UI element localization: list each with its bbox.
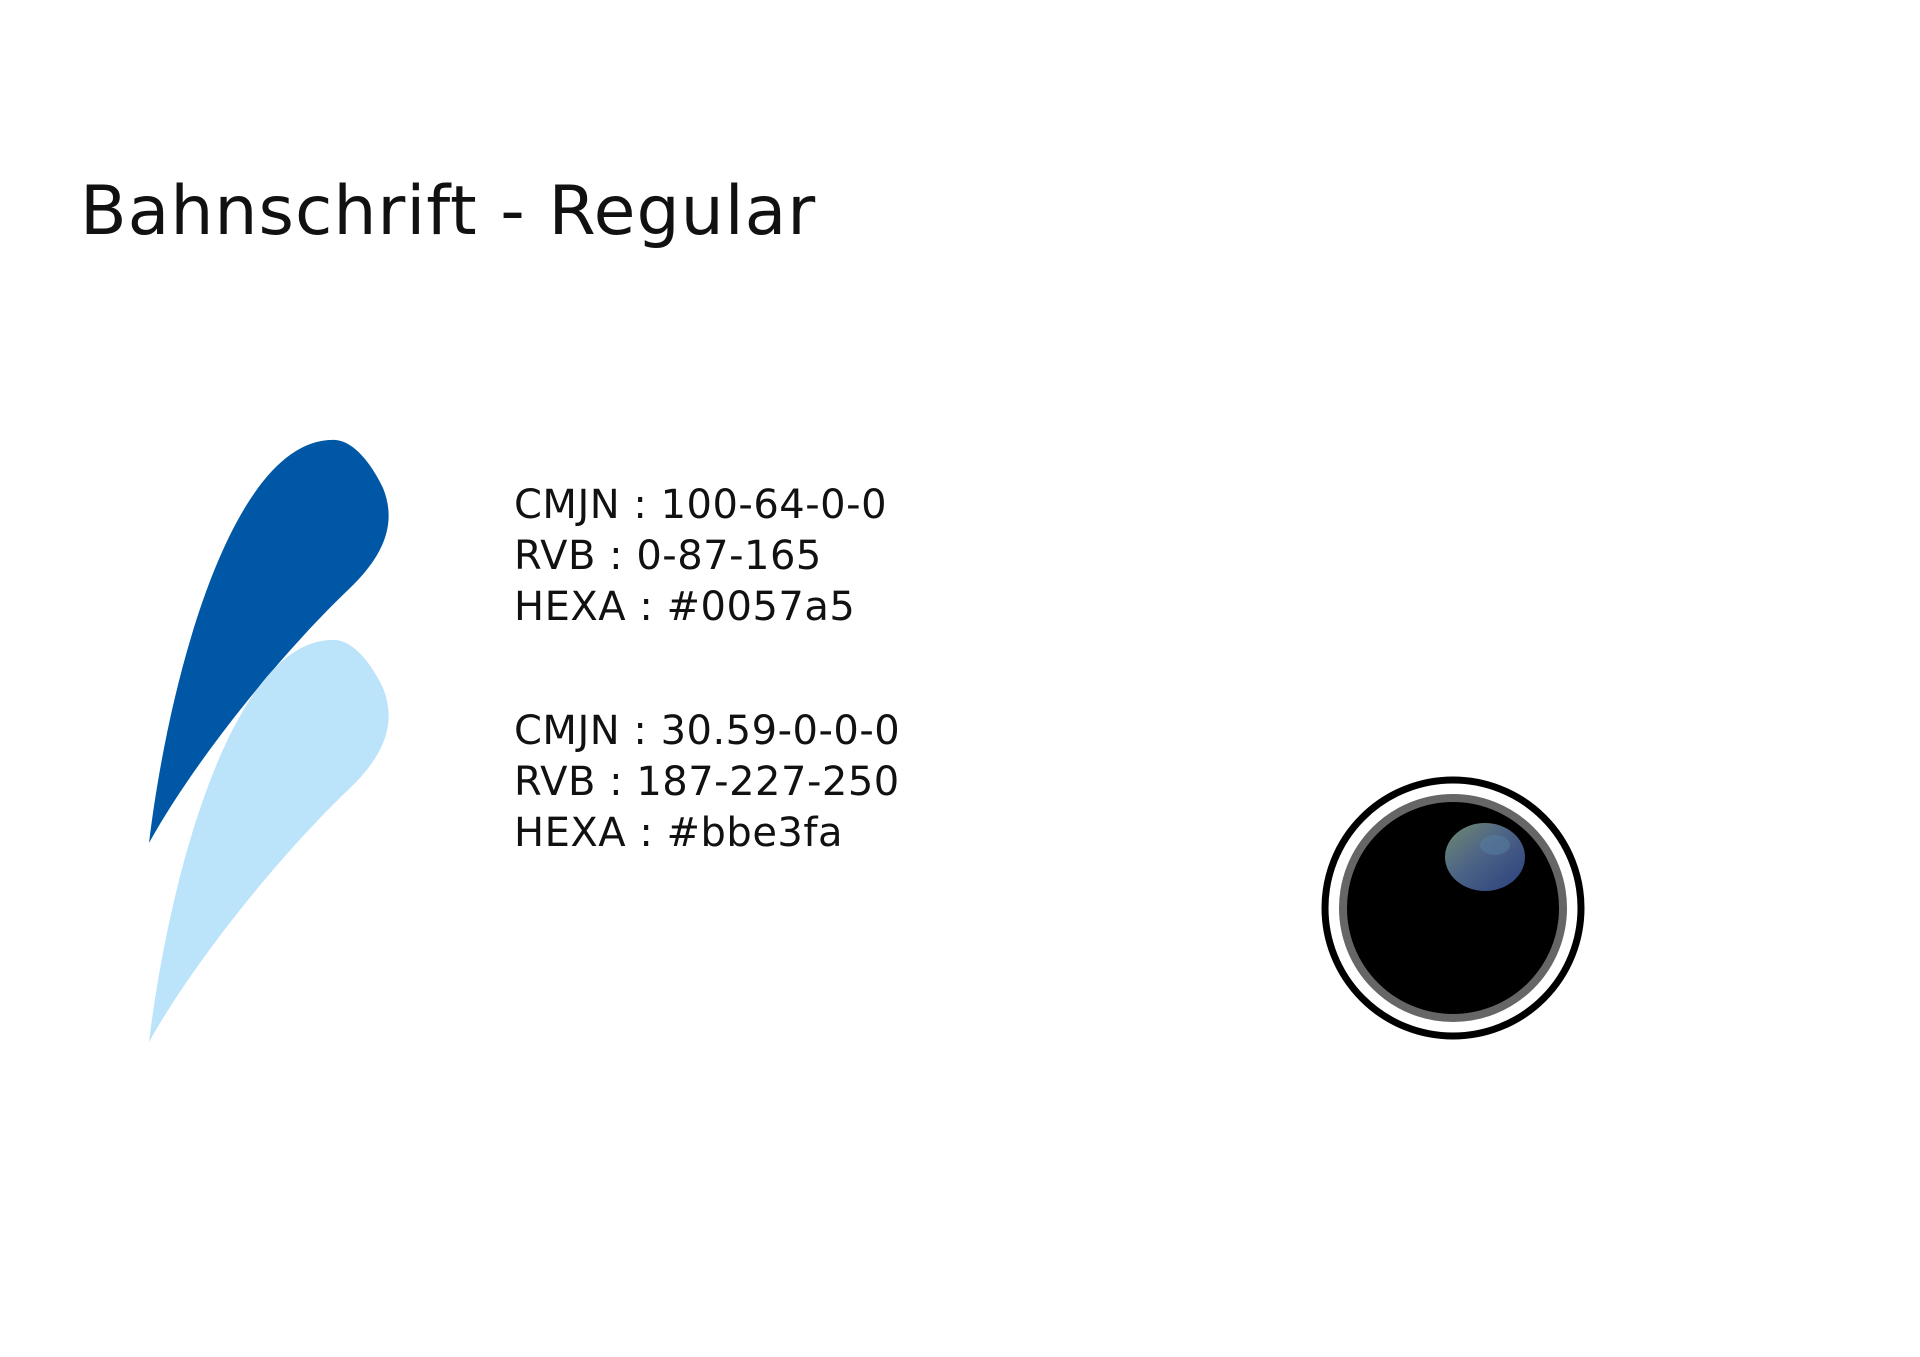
rvb-value: RVB : 0-87-165 [514, 533, 822, 579]
grey-ring [1339, 794, 1567, 1022]
cmjn-value: CMJN : 30.59-0-0-0 [514, 708, 901, 754]
light-blue-petal [149, 639, 389, 1042]
petal-logo-icon [149, 439, 389, 1042]
cmjn-value: CMJN : 100-64-0-0 [514, 482, 888, 528]
lens-glint-dot [1480, 835, 1510, 855]
hexa-value: HEXA : #0057a5 [514, 584, 856, 630]
dark-blue-petal [149, 439, 389, 843]
lens-highlight [1445, 823, 1525, 891]
secondary-color-spec: CMJN : 30.59-0-0-0 RVB : 187-227-250 HEX… [514, 706, 900, 859]
camera-lens-icon [1321, 776, 1585, 1040]
hexa-value: HEXA : #bbe3fa [514, 810, 843, 856]
rvb-value: RVB : 187-227-250 [514, 759, 900, 805]
font-title: Bahnschrift - Regular [80, 172, 817, 251]
primary-color-spec: CMJN : 100-64-0-0 RVB : 0-87-165 HEXA : … [514, 480, 887, 633]
